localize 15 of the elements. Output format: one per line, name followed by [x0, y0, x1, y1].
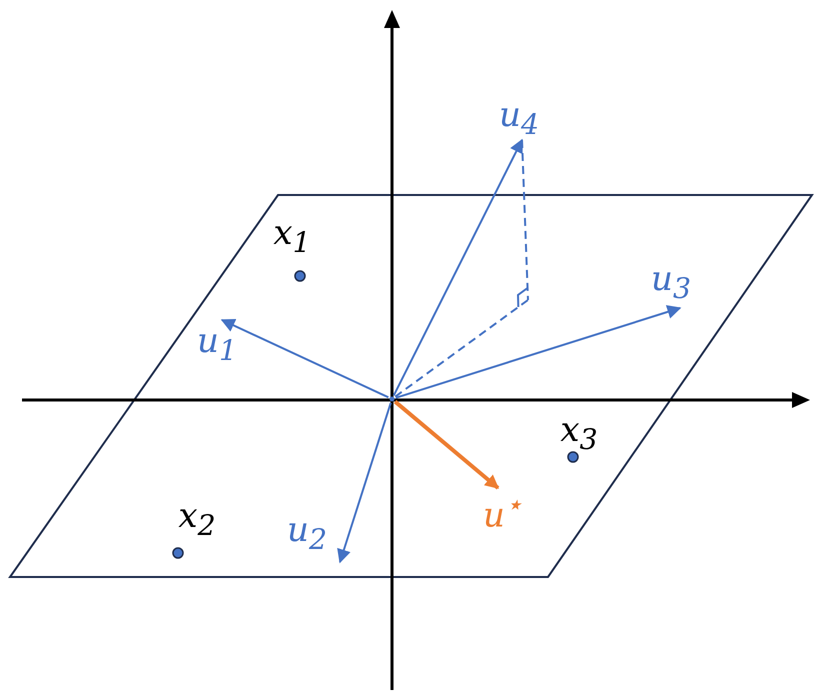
vector-arrow	[220, 318, 389, 398]
vector-arrow	[396, 305, 682, 399]
projection-line	[394, 299, 529, 398]
vector-label: u$_{1}$	[197, 324, 237, 366]
projection-line	[521, 140, 529, 300]
vector-label: u$_{2}$	[287, 512, 327, 554]
vector-label: u$_{3}$	[651, 262, 691, 304]
vector-label: x$_{3}$	[560, 413, 598, 455]
vector-label: x$_{2}$	[178, 499, 216, 541]
vector-arrow	[394, 400, 500, 490]
vector-arrow	[392, 138, 523, 396]
vector-label: x$_{1}$	[273, 216, 311, 258]
vector-arrow	[337, 402, 392, 564]
vector-label: u$^{⋆}$	[483, 491, 523, 533]
vector-label: u$_{4}$	[499, 98, 539, 140]
